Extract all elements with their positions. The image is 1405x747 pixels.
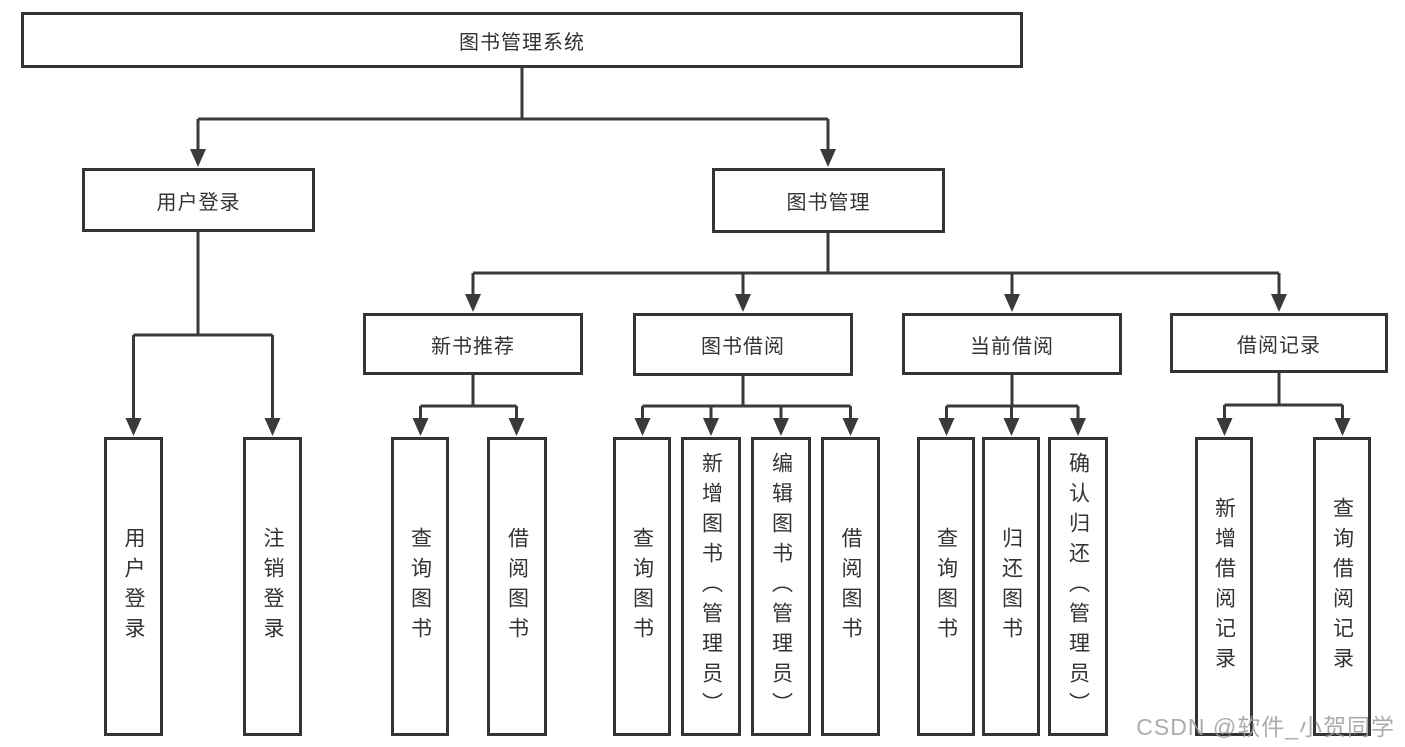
leaf-edit-book-admin: 编辑图书（管理员） [751,437,811,736]
node-current-borrowing: 当前借阅 [902,313,1122,375]
node-borrowing-records: 借阅记录 [1170,313,1388,373]
leaf-add-borrow-record: 新增借阅记录 [1195,437,1253,736]
node-book-management: 图书管理 [712,168,945,233]
leaf-logout: 注销登录 [243,437,302,736]
leaf-query-book-current: 查询图书 [917,437,975,736]
leaf-query-book-borrowing: 查询图书 [613,437,671,736]
node-new-book-recommend: 新书推荐 [363,313,583,375]
leaf-user-login: 用户登录 [104,437,163,736]
node-user-login: 用户登录 [82,168,315,232]
leaf-query-borrow-record: 查询借阅记录 [1313,437,1371,736]
csdn-watermark: CSDN @软件_小贺同学 [1136,714,1395,740]
node-root-library-system: 图书管理系统 [21,12,1023,68]
leaf-return-book: 归还图书 [982,437,1040,736]
leaf-query-book-recommend: 查询图书 [391,437,449,736]
leaf-borrow-book: 借阅图书 [821,437,880,736]
leaf-confirm-return-admin: 确认归还（管理员） [1048,437,1108,736]
leaf-add-book-admin: 新增图书（管理员） [681,437,741,736]
node-book-borrowing: 图书借阅 [633,313,853,376]
leaf-borrow-book-recommend: 借阅图书 [487,437,547,736]
